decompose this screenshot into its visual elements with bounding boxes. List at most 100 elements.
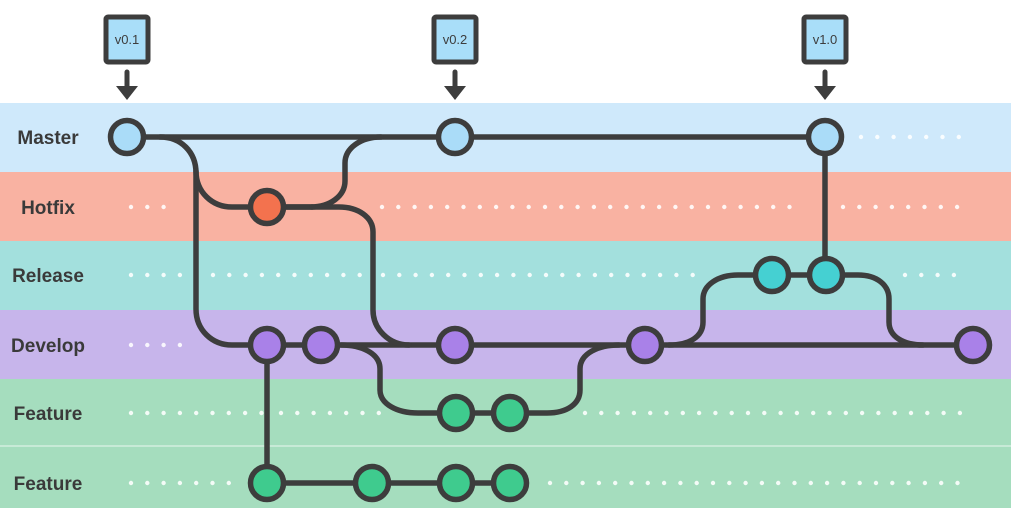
- edge-merge-hotfix-to-develop: [309, 204, 412, 348]
- idle-dot: [379, 204, 385, 210]
- idle-dot: [889, 204, 895, 210]
- idle-dot: [729, 410, 734, 416]
- idle-dot: [292, 272, 297, 278]
- idle-dot: [792, 480, 797, 486]
- idle-dot: [776, 480, 781, 486]
- idle-dot: [956, 134, 961, 140]
- idle-dot: [673, 204, 678, 210]
- idle-dot: [857, 480, 862, 486]
- idle-dot: [640, 204, 645, 210]
- idle-dot: [857, 204, 862, 210]
- idle-dot: [891, 134, 896, 140]
- idle-dot: [128, 410, 134, 416]
- commit-node-master: [435, 117, 475, 157]
- arrow-head-icon: [814, 86, 836, 100]
- idle-dot: [461, 204, 466, 210]
- idle-dot: [311, 410, 316, 416]
- idle-dot: [705, 204, 711, 210]
- idle-dot: [680, 410, 685, 416]
- idle-dot: [194, 410, 199, 416]
- idle-dot: [938, 204, 943, 210]
- tag-box: [431, 14, 479, 65]
- idle-dot: [608, 204, 613, 210]
- idle-dot: [560, 272, 565, 278]
- idle-dot: [580, 480, 585, 486]
- idle-dot: [259, 272, 265, 278]
- idle-dot: [210, 410, 215, 416]
- idle-dot: [295, 410, 300, 416]
- idle-dot: [907, 134, 913, 140]
- idle-dot: [161, 272, 166, 278]
- idle-dot: [582, 410, 588, 416]
- idle-dot: [145, 272, 150, 278]
- idle-dot: [145, 480, 150, 486]
- idle-dot: [648, 410, 653, 416]
- idle-dot: [710, 480, 716, 486]
- idle-dot: [689, 204, 694, 210]
- tag-label: v1.0: [813, 32, 838, 47]
- idle-dot: [657, 272, 663, 278]
- idle-dot: [840, 204, 846, 210]
- idle-dot: [227, 272, 232, 278]
- edge-branch-develop-to-feature-1: [338, 342, 513, 416]
- idle-dot: [873, 480, 879, 486]
- commit-node-hotfix: [247, 187, 287, 227]
- idle-dot: [713, 410, 718, 416]
- idle-dot: [890, 480, 895, 486]
- idle-dot: [128, 480, 134, 486]
- idle-dot: [344, 410, 349, 416]
- tag-v0-1: v0.1: [103, 14, 151, 100]
- idle-dot: [542, 204, 548, 210]
- idle-dot: [794, 410, 800, 416]
- idle-dot: [771, 204, 776, 210]
- commit-node-master: [107, 117, 147, 157]
- idle-dot: [324, 272, 330, 278]
- idle-dot: [609, 272, 614, 278]
- tag-label: v0.2: [443, 32, 468, 47]
- idle-dot: [906, 204, 911, 210]
- idle-dot: [327, 410, 333, 416]
- lane-label-release-2: Release: [12, 266, 84, 287]
- idle-dot: [445, 204, 450, 210]
- idle-dot: [161, 480, 166, 486]
- commit-node-develop: [247, 325, 287, 365]
- idle-dot: [922, 204, 927, 210]
- commit-node-develop: [435, 325, 475, 365]
- idle-dot: [547, 480, 553, 486]
- edge-branch-master-to-develop: [157, 134, 976, 348]
- idle-dot: [478, 272, 483, 278]
- idle-dot: [824, 480, 830, 486]
- idle-dot: [656, 204, 662, 210]
- edge-merge-release-to-develop: [823, 272, 926, 348]
- idle-dot: [161, 342, 166, 348]
- idle-dot: [613, 480, 618, 486]
- tag-v1-0: v1.0: [801, 14, 849, 100]
- idle-dot: [690, 272, 695, 278]
- lane-label-develop-3: Develop: [11, 336, 85, 357]
- idle-dot: [128, 342, 134, 348]
- idle-dot: [210, 480, 215, 486]
- idle-dot: [428, 204, 434, 210]
- idle-dot: [908, 410, 914, 416]
- idle-dot: [940, 134, 945, 140]
- idle-dot: [745, 410, 751, 416]
- lane-bands: [0, 103, 1011, 508]
- idle-dot: [341, 272, 346, 278]
- idle-dot: [161, 204, 166, 210]
- idle-dot: [875, 134, 880, 140]
- idle-dot: [762, 410, 767, 416]
- idle-dot: [397, 272, 402, 278]
- idle-dot: [694, 480, 699, 486]
- idle-dot: [543, 272, 549, 278]
- idle-dot: [226, 480, 231, 486]
- idle-dot: [226, 410, 231, 416]
- idle-dot: [564, 480, 569, 486]
- lane-label-feature-4: Feature: [14, 404, 83, 425]
- dotted-lines: [128, 134, 963, 486]
- idle-dot: [924, 134, 929, 140]
- idle-dot: [161, 410, 166, 416]
- idle-dot: [242, 410, 248, 416]
- idle-dot: [396, 204, 401, 210]
- idle-dot: [357, 272, 362, 278]
